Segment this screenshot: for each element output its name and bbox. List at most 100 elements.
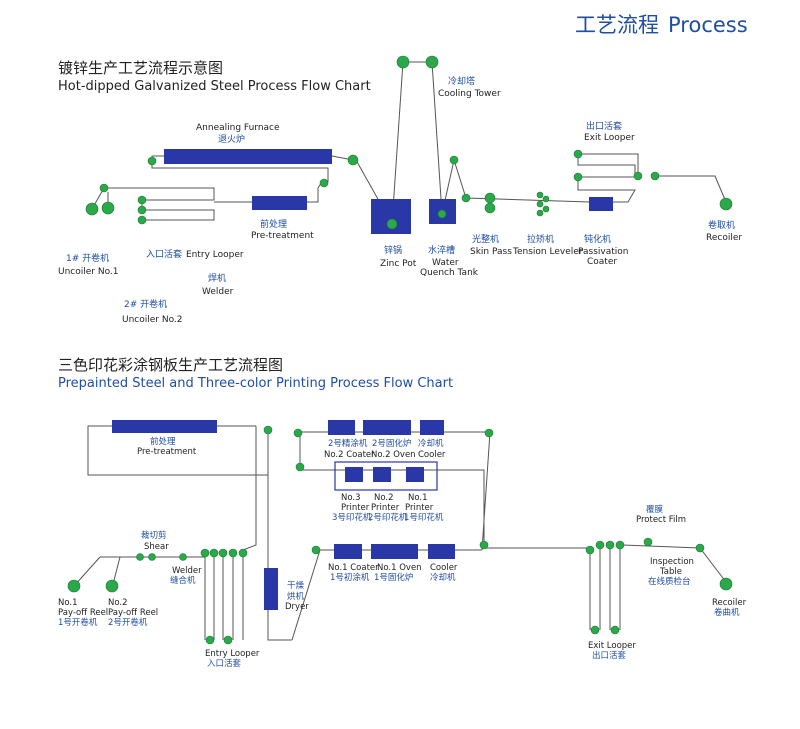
chart1-labels: 冷却塔 Cooling Tower Annealing Furnace 退火炉 … (58, 75, 742, 325)
chart2-rollers (67, 425, 733, 645)
c2-entry-roll-c (218, 548, 228, 558)
c2-printer2-en1: No.2 (374, 493, 394, 503)
c2-cooler-top-cn: 冷却机 (418, 438, 444, 449)
c1-entry-roll-c (137, 215, 147, 225)
c1-entry-roll-a (137, 195, 147, 205)
c2-payoff1-en1: No.1 (58, 598, 78, 608)
c2-printer3-en1: No.3 (341, 493, 361, 503)
c2-shear-cn: 裁切剪 (141, 530, 167, 541)
c1-guide-roll (449, 155, 459, 165)
c1-passivation-cn: 钝化机 (584, 233, 611, 245)
c1-passivation-en1: Passivation (578, 247, 629, 257)
chart2-title-en: Prepainted Steel and Three-color Printin… (58, 376, 453, 391)
c1-uncoiler1-roll (85, 202, 99, 216)
c2-cooler-roll-a (484, 428, 494, 438)
c2-oven2-box (363, 420, 411, 435)
c1-welder-en: Welder (202, 287, 234, 297)
c1-line-exit-looper (577, 153, 639, 203)
c1-exit-looper-en: Exit Looper (584, 133, 635, 143)
chart1-rollers (85, 55, 733, 230)
c2-recoiler-roll (719, 577, 733, 591)
c2-recoiler-cn: 卷曲机 (714, 607, 740, 618)
c2-cooler-bottom-en: Cooler (430, 563, 458, 573)
c1-passivation-en2: Coater (587, 257, 617, 267)
c2-printer3-en2: Printer (341, 503, 370, 513)
c2-printer3-box (345, 467, 363, 482)
c1-uncoiler1-cn: 1# 开卷机 (66, 252, 109, 264)
c2-pretreatment-box (112, 420, 217, 433)
c1-uncoiler1-en: Uncoiler No.1 (58, 267, 119, 277)
c2-guide-roll-a (295, 462, 305, 472)
c2-exit-roll-c (605, 540, 615, 550)
c2-coater1-box (334, 544, 362, 559)
c1-annealing-en: Annealing Furnace (196, 123, 280, 133)
c2-entry-roll-f (205, 635, 215, 645)
c2-entry-looper-en: Entry Looper (205, 649, 260, 659)
c2-inspection-roll (695, 543, 705, 553)
c2-cooler-top-box (420, 420, 444, 435)
c1-passivation-box (589, 197, 613, 211)
chart1-equipment-boxes (164, 149, 613, 234)
c2-entry-roll-g (223, 635, 233, 645)
c1-uncoiler2-cn: 2# 开卷机 (124, 298, 167, 310)
c2-shear-roll-b (148, 553, 156, 561)
c2-payoff1-en2: Pay-off Reel (58, 608, 108, 618)
c1-tension-en: Tension Leveler (512, 247, 583, 257)
c2-coater2-en: No.2 Coater (324, 450, 375, 460)
c2-printer1-en2: Printer (405, 503, 434, 513)
c1-uncoiler2-en: Uncoiler No.2 (122, 315, 183, 325)
c2-inspection-en2: Table (659, 567, 682, 577)
c1-exit-roll-d (650, 171, 660, 181)
chart2-labels: 前处理 Pre-treatment 2号精涂机 No.2 Coater 2号固化… (58, 436, 747, 669)
c2-exit-roll-d (615, 540, 625, 550)
chart2-printer-frame (334, 461, 438, 491)
c1-pretreatment-cn: 前处理 (260, 218, 287, 230)
c1-quench-en1: Water (432, 258, 459, 268)
c2-printer2-en2: Printer (371, 503, 400, 513)
c1-exit-roll-a (573, 149, 583, 159)
c2-printer1-en1: No.1 (408, 493, 428, 503)
c1-tension-roll-d (542, 205, 550, 213)
c1-tension-roll-e (536, 209, 544, 217)
page-title-cn: 工艺流程 (575, 13, 659, 37)
c1-tension-cn: 拉矫机 (527, 233, 554, 245)
c2-pretreat-roll-b (293, 428, 303, 438)
c2-coater1-en: No.1 Coater (328, 563, 379, 573)
c1-entry-roll-b (137, 205, 147, 215)
c1-line-quench (441, 158, 591, 215)
c1-recoiler-cn: 卷取机 (708, 219, 735, 231)
c1-uncoiler2-roll (101, 201, 115, 215)
c1-skin-pass-en: Skin Pass (470, 247, 512, 257)
c2-payoff2-en1: No.2 (108, 598, 128, 608)
c1-pretreatment-box (252, 196, 307, 210)
c2-line-entry-looper (204, 555, 244, 640)
c1-furnace-roll-a (147, 156, 157, 166)
c1-line-recoiler (655, 175, 727, 203)
c1-zinc-pot-roll (386, 218, 398, 230)
chart2-equipment-boxes (112, 420, 455, 610)
c1-skin-pass-roll-b (484, 202, 496, 214)
c2-welder-en: Welder (172, 566, 202, 576)
c2-cooler-bottom-cn: 冷却机 (430, 572, 456, 583)
c1-cooling-tower-en: Cooling Tower (438, 89, 501, 99)
c1-welder-cn: 焊机 (208, 272, 226, 284)
c2-exit-roll-f (610, 625, 620, 635)
c2-line-payoff1 (73, 556, 101, 587)
c2-shear-roll-a (136, 553, 144, 561)
c2-dryer-box (264, 568, 278, 610)
c1-skin-pass-roll-a (484, 192, 496, 204)
c2-exit-roll-a (585, 545, 595, 555)
c1-tower-roll-right (425, 55, 439, 69)
c2-printer1-box (406, 467, 424, 482)
c1-annealing-cn: 退火炉 (218, 133, 245, 145)
chart2-title-cn: 三色印花彩涂钢板生产工艺流程图 (58, 356, 283, 374)
c2-printer3-cn: 3号印花机 (332, 512, 372, 523)
c2-dryer-cn1: 干燥 (287, 580, 305, 591)
c2-dryer-cn2: 烘机 (287, 591, 305, 602)
chart1-title-en: Hot-dipped Galvanized Steel Process Flow… (58, 79, 371, 94)
c2-pretreatment-cn: 前处理 (150, 436, 176, 447)
c2-oven2-cn: 2号固化炉 (372, 438, 411, 449)
c2-printer2-cn: 2号印花机 (368, 512, 408, 523)
c2-inspection-en1: Inspection (650, 557, 694, 567)
